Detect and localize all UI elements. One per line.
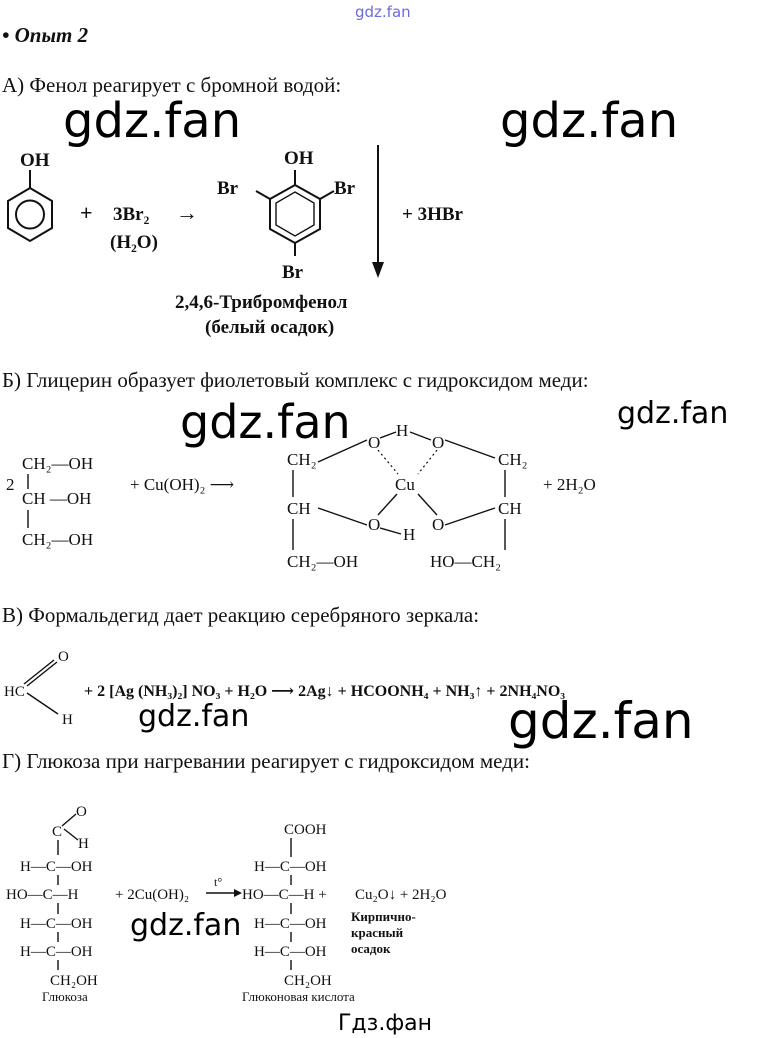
glucose-h: H: [78, 836, 89, 852]
glycerol-coefficient: 2: [6, 475, 15, 494]
watermark: gdz.fan: [180, 395, 351, 449]
section-c-heading: В) Формальдегид дает реакцию серебряного…: [2, 603, 479, 627]
watermark: gdz.fan: [130, 908, 241, 943]
section-c: В) Формальдегид дает реакцию серебряного…: [2, 603, 565, 728]
br-bottom: Br: [282, 262, 304, 283]
glucose-row-1: H—C—OH: [20, 859, 93, 875]
cu2o-products: Cu₂O↓ + 2H₂O: [355, 887, 447, 903]
formaldehyde-h: H: [62, 712, 73, 728]
section-b: Б) Глицерин образует фиолетовый комплекс…: [2, 368, 596, 571]
hydrogen-top: H: [396, 421, 408, 440]
product-note: (белый осадок): [205, 317, 334, 338]
glycerol-row-1: CH₂—OH: [22, 454, 93, 473]
experiment-title: • Опыт 2: [2, 23, 89, 47]
br-left: Br: [217, 178, 239, 199]
precipitate-line-1: Кирпично-: [351, 909, 416, 924]
oxygen-bottom-left: O: [368, 515, 380, 534]
reaction-arrow: →: [176, 200, 198, 225]
acid-row-3: H—C—OH: [254, 916, 327, 932]
copper-glycerate-complex: CH₂ CH CH₂—OH O H O Cu O H O CH₂ CH H: [287, 421, 528, 571]
oxygen-bottom-right: O: [432, 515, 444, 534]
precipitate-line-2: красный: [351, 925, 404, 940]
section-a-heading: А) Фенол реагирует с бромной водой:: [2, 73, 341, 97]
copper-atom: Cu: [395, 475, 415, 494]
left-ch2-oh: CH₂—OH: [287, 552, 358, 571]
section-d-heading: Г) Глюкоза при нагревании реагирует с ги…: [2, 749, 530, 773]
watermark-top: gdz.fan: [355, 3, 411, 21]
hbr-product: + 3HBr: [402, 204, 464, 225]
silver-mirror-equation: + 2 [Ag (NH₃)₂] NO₃ + H₂O ⟶ 2Ag↓ + HCOON…: [84, 683, 565, 700]
glucose-o: O: [76, 804, 87, 820]
formaldehyde-o: O: [58, 649, 69, 665]
glucose-row-2: HO—C—H: [6, 887, 79, 903]
oxygen-top-left: O: [368, 433, 380, 452]
right-ho-ch2: HO—CH₂: [430, 552, 501, 571]
gluconic-acid-structure: COOH H—C—OH HO—C—H + H—C—OH H—C—OH CH₂OH…: [242, 822, 355, 1004]
glucose-name: Глюкоза: [42, 989, 88, 1004]
glucose-row-4: H—C—OH: [20, 944, 93, 960]
footer-watermark: Гдз.фан: [338, 1011, 432, 1036]
phenol-oh: OH: [20, 150, 50, 171]
heating-arrow-icon: [206, 889, 242, 897]
glucose-c: C: [52, 824, 62, 840]
glycerol-row-3: CH₂—OH: [22, 530, 93, 549]
water-condition: (H₂O): [110, 232, 158, 253]
acid-ch2oh: CH₂OH: [284, 973, 332, 989]
glucose-structure: O C H H—C—OH HO—C—H H—C—OH H—C—OH CH₂OH …: [6, 804, 98, 1004]
precipitate-arrow-icon: [372, 145, 384, 278]
heating-condition: t°: [214, 875, 222, 889]
phenol-structure: OH: [7, 150, 53, 243]
oxygen-top-right: O: [432, 433, 444, 452]
section-d: Г) Глюкоза при нагревании реагирует с ги…: [2, 749, 530, 1004]
product-name: 2,4,6-Трибромфенол: [175, 292, 348, 313]
hydrogen-bottom: H: [403, 525, 415, 544]
copper-hydroxide-reagent-2: + 2Cu(OH)₂: [115, 887, 189, 903]
watermark: gdz.fan: [63, 93, 241, 149]
acid-row-1: H—C—OH: [254, 859, 327, 875]
left-ch: CH: [287, 499, 311, 518]
plus-sign: +: [80, 200, 93, 225]
right-ch: CH: [498, 499, 522, 518]
acid-cooh: COOH: [284, 822, 327, 838]
glycerol-row-2: CH —OH: [22, 489, 91, 508]
watermark: gdz.fan: [508, 692, 694, 750]
left-ch2: CH₂: [287, 450, 317, 469]
watermark: gdz.fan: [617, 396, 728, 431]
formaldehyde-structure: O HC H: [4, 649, 73, 728]
precipitate-line-3: осадок: [351, 941, 391, 956]
glucose-row-3: H—C—OH: [20, 916, 93, 932]
section-b-heading: Б) Глицерин образует фиолетовый комплекс…: [2, 368, 589, 392]
acid-row-2: HO—C—H +: [242, 887, 327, 903]
br-right: Br: [334, 178, 356, 199]
product-oh: OH: [284, 148, 314, 169]
formaldehyde-hc: HC: [4, 684, 25, 700]
watermark: gdz.fan: [138, 699, 249, 734]
section-a: А) Фенол реагирует с бромной водой: OH +…: [2, 73, 464, 338]
right-ch2: CH₂: [498, 450, 528, 469]
glucose-ch2oh: CH₂OH: [50, 973, 98, 989]
bromine-reagent: 3Br₂: [113, 204, 150, 225]
watermark: gdz.fan: [500, 93, 678, 149]
copper-hydroxide-reagent: + Cu(OH)₂ ⟶: [130, 475, 234, 494]
acid-row-4: H—C—OH: [254, 944, 327, 960]
tribromophenol-structure: OH Br Br Br: [217, 148, 356, 283]
water-product: + 2H₂O: [543, 475, 596, 494]
acid-name: Глюконовая кислота: [242, 989, 355, 1004]
